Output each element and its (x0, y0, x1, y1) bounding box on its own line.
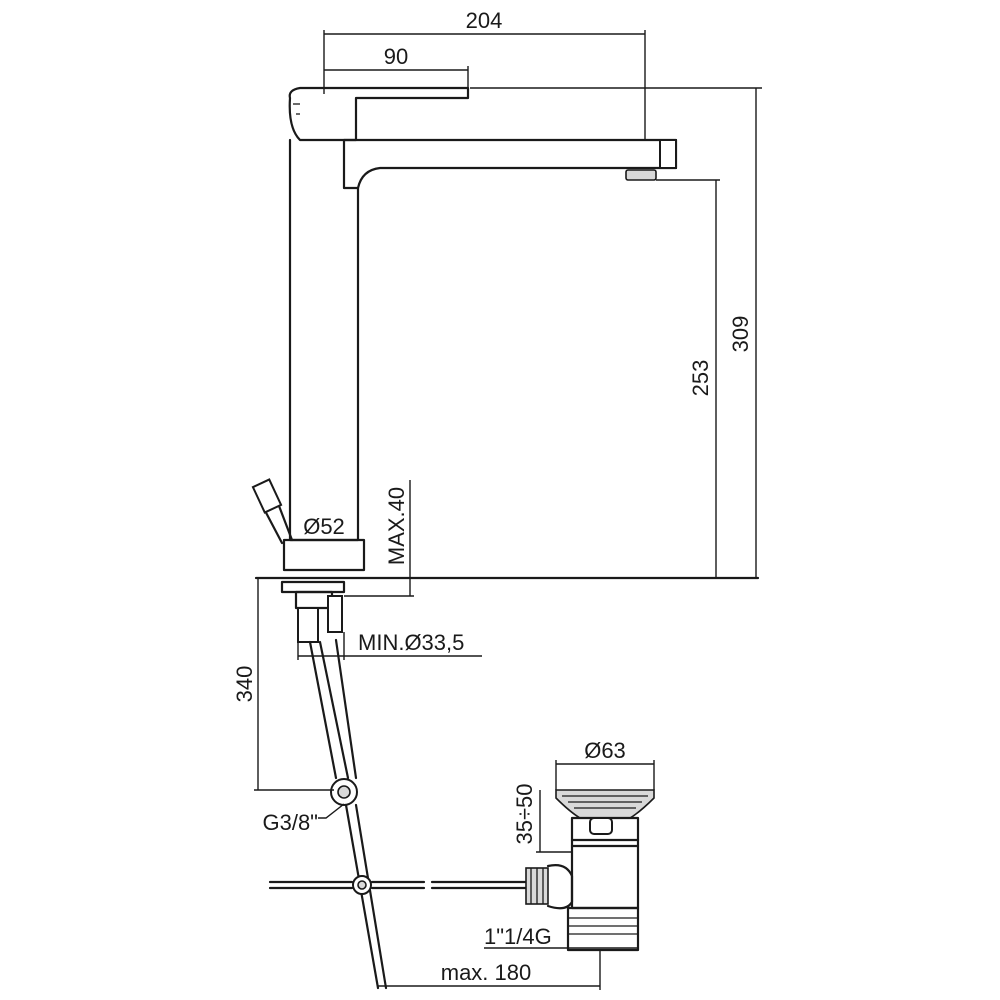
flexible-hose (268, 638, 530, 990)
waste-overflow-slot (589, 817, 613, 835)
waste-side-connector (546, 864, 574, 910)
dim-rod-max: max. 180 (441, 960, 532, 985)
dim-waste-range: 35÷50 (512, 783, 537, 844)
fixing-nut (294, 590, 334, 610)
dim-hose-length: 340 (232, 666, 257, 703)
popup-rod (344, 803, 380, 990)
popup-waste (525, 789, 655, 952)
faucet-spout (342, 138, 678, 190)
faucet-base (282, 538, 366, 572)
dim-width-total: 204 (466, 8, 503, 33)
dim-spout-height: 253 (688, 360, 713, 397)
dim-handle-length: 90 (384, 44, 408, 69)
washer (280, 580, 346, 594)
dimension-lines (254, 30, 762, 990)
fixing-stud (297, 607, 319, 643)
waste-cap (555, 789, 655, 819)
dim-max-thickness: MAX.40 (384, 487, 409, 565)
dim-height-total: 309 (728, 316, 753, 353)
dimension-labels: 204 90 309 253 Ø52 MAX.40 MIN.Ø33,5 340 … (232, 8, 753, 985)
faucet-handle (288, 86, 470, 142)
popup-rod-guide (327, 595, 343, 633)
dim-waste-diameter: Ø63 (584, 738, 626, 763)
faucet-column (288, 138, 360, 542)
dim-base-diameter: Ø52 (303, 514, 345, 539)
dim-waste-thread: 1"1/4G (484, 924, 552, 949)
faucet-body (251, 86, 760, 643)
popup-lever (251, 478, 294, 545)
spout-tip (659, 139, 677, 169)
dim-connection: G3/8" (262, 810, 318, 835)
waste-threaded-tail (566, 906, 640, 952)
spout-aerator (625, 169, 657, 181)
dim-hole-min: MIN.Ø33,5 (358, 630, 464, 655)
